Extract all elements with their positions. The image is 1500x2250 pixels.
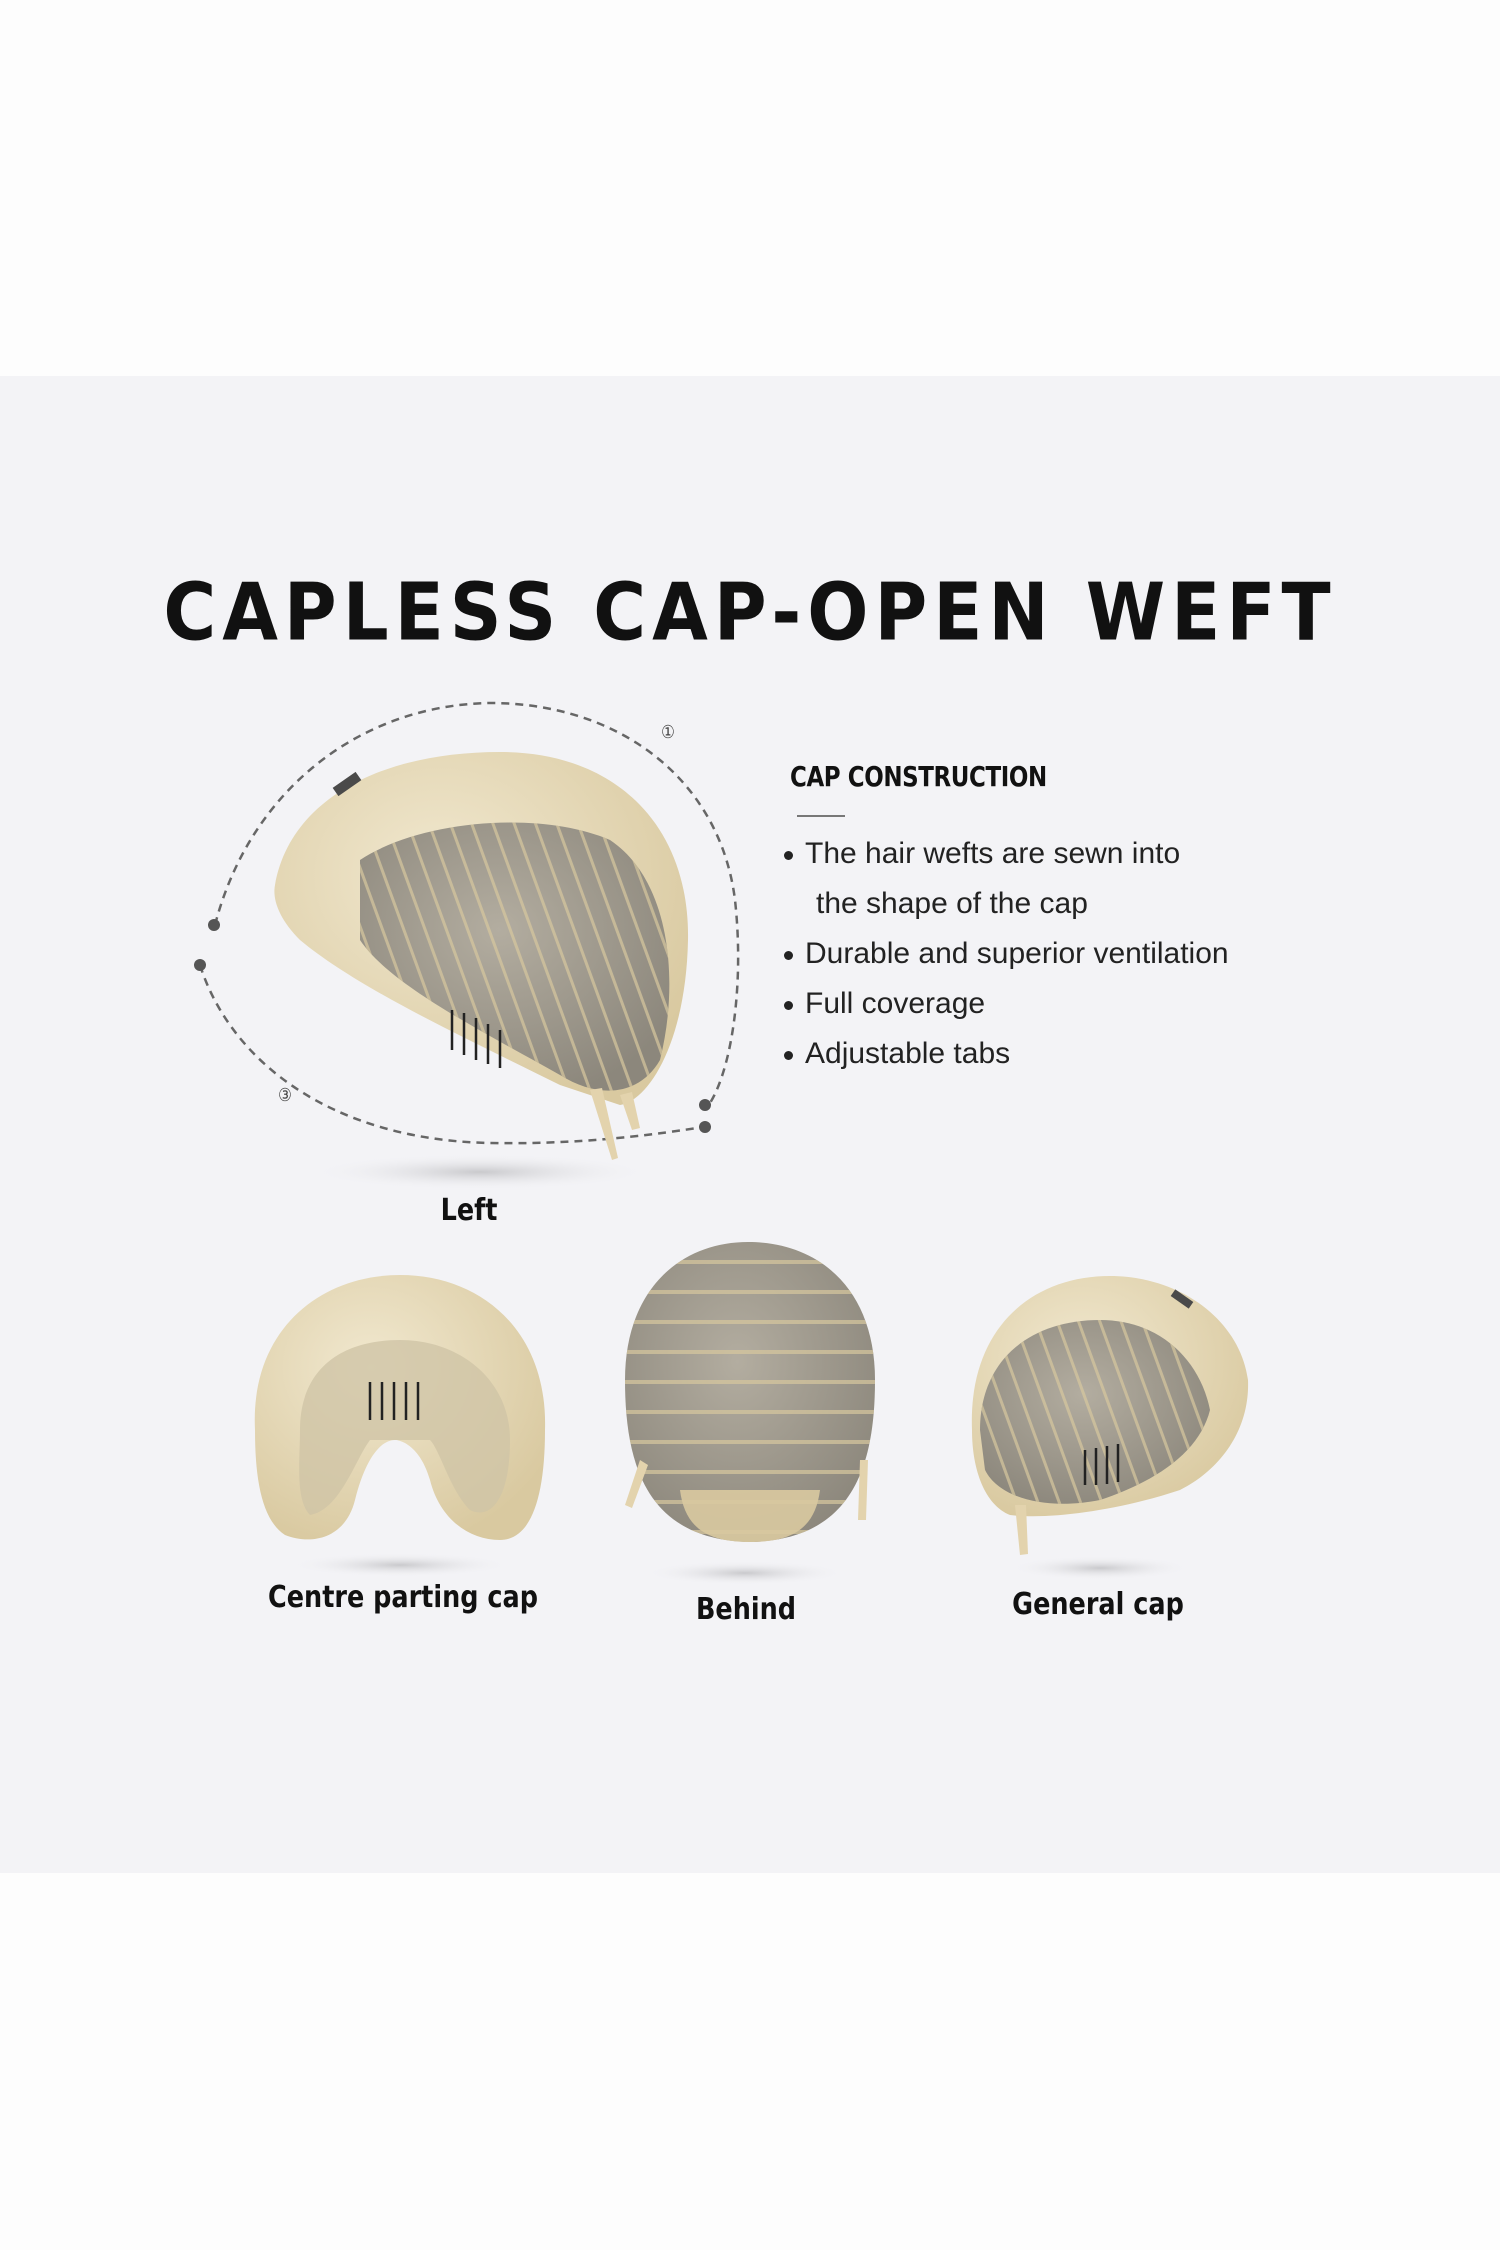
view-label-centre-parting: Centre parting cap <box>268 1580 538 1615</box>
dashed-arc <box>198 701 740 1145</box>
bullet-icon <box>784 1000 793 1010</box>
marker-dot <box>194 959 206 971</box>
view-label-general: General cap <box>1012 1587 1184 1622</box>
marker-dot <box>699 1121 711 1133</box>
marker-dot <box>699 1099 711 1111</box>
shadow <box>290 1553 510 1577</box>
shadow <box>1010 1556 1190 1580</box>
marker-dot <box>208 919 220 931</box>
cap-behind-view <box>625 1242 875 1542</box>
shadow <box>310 1154 650 1190</box>
bullet-icon <box>784 850 793 860</box>
view-label-left: Left <box>440 1193 498 1228</box>
callout-number-3: ③ <box>278 1085 292 1106</box>
bullet-item-continuation: the shape of the cap <box>816 887 1088 920</box>
cap-left-view <box>274 752 689 1160</box>
callout-number-1: ① <box>661 722 675 743</box>
cap-general-view <box>971 1276 1249 1555</box>
shadow <box>645 1561 845 1585</box>
bullet-item: Durable and superior ventilation <box>784 932 1229 982</box>
bullet-item: Adjustable tabs <box>784 1032 1229 1082</box>
view-label-behind: Behind <box>695 1592 797 1627</box>
heading-underline <box>797 815 845 817</box>
page-title: CAPLESS CAP-OPEN WEFT <box>163 565 1337 659</box>
cap-construction-heading: CAP CONSTRUCTION <box>790 760 1047 793</box>
bullet-icon <box>784 1050 793 1060</box>
bullet-item: Full coverage <box>784 982 1229 1032</box>
background-panel <box>0 376 1500 1873</box>
bullet-item: The hair wefts are sewn into <box>784 832 1229 882</box>
cap-centre-parting-view <box>254 1275 546 1540</box>
bullet-icon <box>784 950 793 960</box>
construction-bullet-list: The hair wefts are sewn into the shape o… <box>784 832 1229 1082</box>
